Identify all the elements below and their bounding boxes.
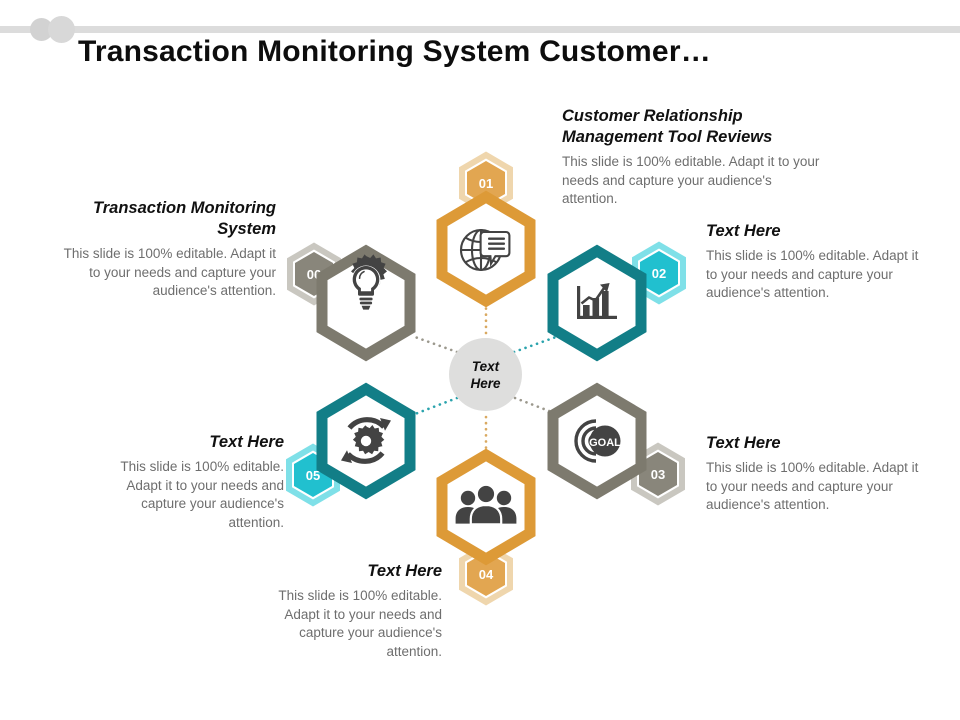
text-block-tms: Transaction Monitoring System This slide…: [58, 198, 276, 301]
connector-to-node-06: [413, 335, 459, 354]
hex-node-01-badge-label: 01: [479, 176, 493, 191]
hex-node-06-badge-label: 06: [307, 267, 321, 282]
connector-to-node-02: [512, 335, 558, 354]
text-block-right-bottom-heading: Text Here: [706, 434, 781, 452]
hex-node-01-badge: 01: [459, 151, 513, 215]
text-block-bottom-body: This slide is 100% editable. Adapt it to…: [278, 588, 442, 659]
hex-node-06-shape[interactable]: [316, 244, 416, 362]
text-block-right-top: Text Here This slide is 100% editable. A…: [706, 221, 921, 303]
goal-target-icon: GOAL: [574, 419, 621, 463]
hex-node-04[interactable]: 04: [436, 448, 536, 606]
text-block-tms-heading: Transaction Monitoring System: [92, 199, 276, 238]
hex-node-03-badge-label: 03: [651, 467, 665, 482]
hex-node-02-badge: 02: [632, 241, 686, 305]
hex-node-05-badge-label: 05: [306, 468, 320, 483]
hex-node-03[interactable]: 03 GOAL: [547, 382, 685, 506]
text-block-left-bottom-body: This slide is 100% editable. Adapt it to…: [120, 459, 284, 530]
hex-node-02-badge-label: 02: [652, 266, 666, 281]
hex-node-04-badge-label: 04: [479, 567, 494, 582]
text-block-crm-body: This slide is 100% editable. Adapt it to…: [562, 154, 820, 206]
team-people-icon: [455, 483, 517, 526]
text-block-right-top-body: This slide is 100% editable. Adapt it to…: [706, 248, 919, 300]
center-hub-label-line1: Text: [471, 358, 500, 374]
hex-node-05-badge: 05: [286, 443, 340, 507]
hex-node-06-badge: 06: [287, 242, 341, 306]
hex-node-01-shape[interactable]: [436, 190, 536, 308]
hex-node-03-shape[interactable]: [547, 382, 647, 500]
text-block-left-bottom: Text Here This slide is 100% editable. A…: [86, 432, 284, 532]
goal-target-icon-label: GOAL: [589, 437, 621, 449]
decorative-dot-left: [30, 18, 53, 41]
globe-message-icon: [459, 228, 511, 272]
hex-node-04-badge: 04: [459, 542, 513, 606]
hex-node-05[interactable]: 05: [286, 382, 416, 507]
connector-to-node-05: [413, 396, 459, 416]
text-block-right-bottom-body: This slide is 100% editable. Adapt it to…: [706, 460, 919, 512]
connector-to-node-03: [513, 396, 559, 416]
refresh-gear-icon: [341, 417, 391, 464]
text-block-tms-body: This slide is 100% editable. Adapt it to…: [63, 246, 276, 298]
text-block-right-bottom: Text Here This slide is 100% editable. A…: [706, 433, 921, 515]
hex-node-01[interactable]: 01: [436, 151, 536, 308]
hex-node-02-shape[interactable]: [547, 244, 647, 362]
hex-node-03-badge: 03: [631, 442, 685, 506]
center-hub-label-line2: Here: [470, 375, 501, 391]
top-decorative-rule: [0, 26, 960, 33]
center-hub-label: Text Here: [470, 358, 500, 392]
text-block-crm-heading: Customer Relationship Management Tool Re…: [562, 107, 773, 146]
text-block-crm: Customer Relationship Management Tool Re…: [562, 106, 824, 209]
hex-node-02[interactable]: 02: [547, 241, 686, 362]
decorative-dot-right: [48, 16, 75, 43]
growth-chart-icon: [577, 283, 617, 319]
text-block-bottom: Text Here This slide is 100% editable. A…: [252, 561, 442, 661]
lightbulb-gear-icon: [350, 254, 388, 310]
text-block-left-bottom-heading: Text Here: [209, 433, 284, 451]
text-block-bottom-heading: Text Here: [367, 562, 442, 580]
hex-node-05-shape[interactable]: [316, 382, 416, 500]
hex-node-06[interactable]: 06: [287, 242, 416, 362]
page-title: Transaction Monitoring System Customer…: [78, 35, 711, 68]
center-hub[interactable]: Text Here: [449, 338, 522, 411]
text-block-right-top-heading: Text Here: [706, 222, 781, 240]
hex-node-04-shape[interactable]: [436, 448, 536, 566]
